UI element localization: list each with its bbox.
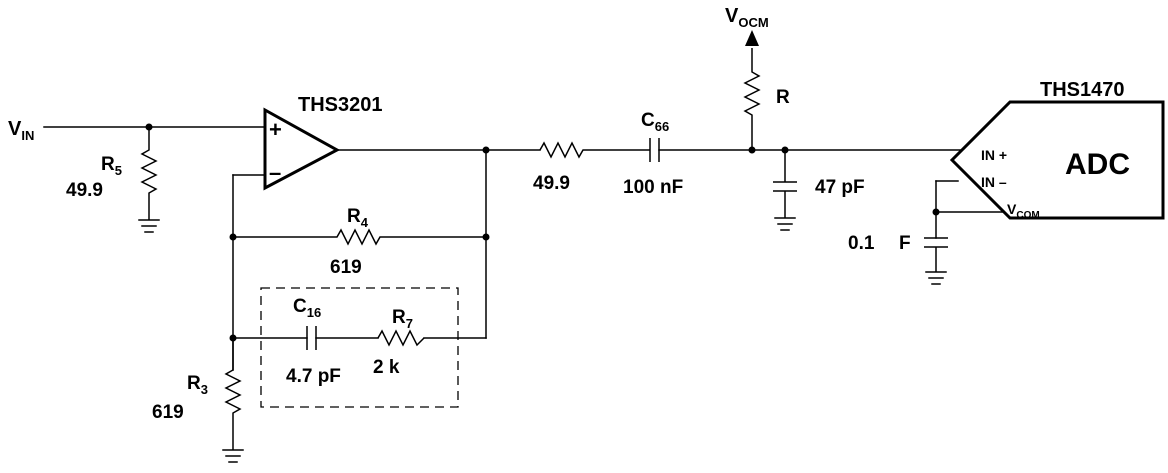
r-series-value: 49.9	[533, 173, 570, 194]
r5-label: R5	[101, 154, 122, 178]
resistor-r7	[377, 329, 425, 347]
ground-r5	[138, 219, 160, 233]
r7-value: 2 k	[373, 357, 400, 378]
inverting-input-wire	[232, 174, 266, 371]
c-vcom-value-right: F	[899, 233, 911, 254]
resistor-r4	[233, 228, 486, 246]
c16-label: C16	[293, 296, 321, 320]
resistor-r5	[140, 127, 158, 220]
junction-output	[482, 146, 490, 154]
r5-value: 49.9	[66, 180, 103, 201]
r7-label: R7	[392, 307, 413, 331]
c-vcom-value-left: 0.1	[848, 233, 875, 254]
capacitor-47pf	[773, 150, 797, 218]
ground-0p1f	[925, 271, 947, 285]
vin-label: VIN	[8, 118, 34, 143]
vocm-arrow	[745, 30, 759, 46]
adc-in-plus-label: IN +	[981, 147, 1007, 163]
c16-value: 4.7 pF	[286, 366, 341, 387]
adc-vcom-label: VCOM	[1007, 201, 1040, 221]
ground-47pf	[774, 217, 796, 231]
adc-block	[949, 100, 1165, 220]
r-vocm-label: R	[776, 87, 790, 108]
ground-r3	[222, 449, 244, 463]
r4-label: R4	[347, 206, 369, 230]
opamp-minus-label: –	[269, 160, 281, 185]
dashed-compensation-box	[260, 287, 459, 408]
resistor-series	[539, 141, 650, 159]
r3-value: 619	[152, 402, 184, 423]
opamp-plus-label: +	[269, 117, 282, 142]
r3-label: R3	[187, 373, 208, 397]
c66-value: 100 nF	[623, 177, 683, 198]
opamp-triangle	[263, 107, 341, 191]
c66-label: C66	[641, 110, 669, 134]
resistor-r-vocm	[743, 48, 761, 150]
capacitor-c66	[649, 138, 660, 162]
junction-vcom	[932, 208, 940, 216]
opamp-output-wire	[336, 149, 541, 339]
opamp-name: THS3201	[298, 94, 383, 116]
capacitor-0p1f	[924, 237, 948, 272]
vocm-label: VOCM	[725, 5, 769, 30]
adc-body-label: ADC	[1065, 148, 1130, 181]
r4-value: 619	[330, 257, 362, 278]
capacitor-c16	[306, 326, 317, 350]
resistor-r3	[224, 338, 242, 450]
c-filter-value: 47 pF	[815, 177, 865, 198]
adc-in-minus-label: IN –	[981, 174, 1007, 190]
adc-name: THS1470	[1040, 79, 1125, 101]
